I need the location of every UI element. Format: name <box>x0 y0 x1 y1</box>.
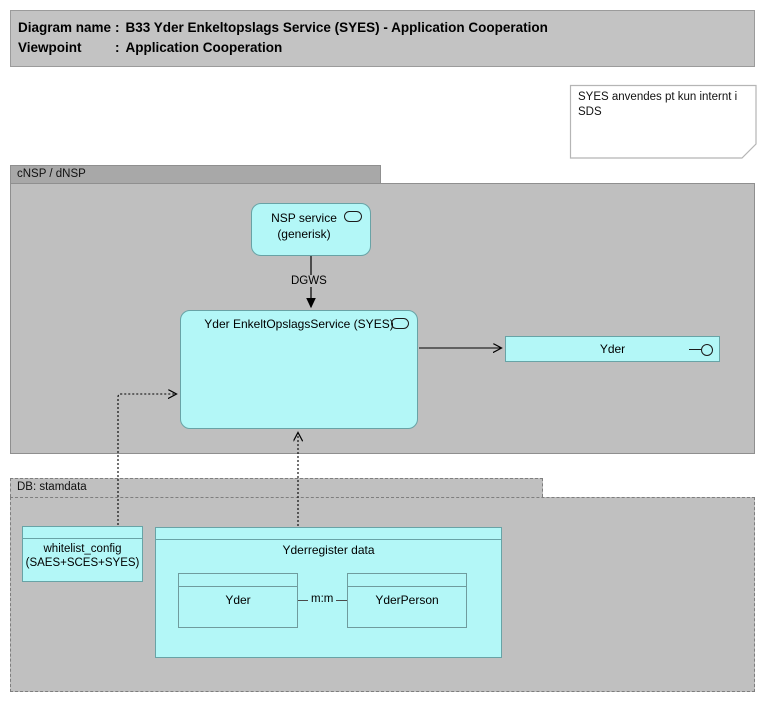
diagram-name-label: Diagram name <box>18 20 112 35</box>
yder-entity-label: Yder <box>225 593 251 607</box>
lollipop-circle <box>701 344 713 356</box>
nsp-service-label-line2: (generisk) <box>277 227 331 241</box>
diagram-title-block: Diagram name: B33 Yder Enkeltopslags Serv… <box>10 10 755 67</box>
viewpoint-value: Application Cooperation <box>125 40 283 55</box>
yderperson-entity-label: YderPerson <box>375 593 439 607</box>
separator: : <box>115 20 120 35</box>
group-db-stamdata-label: DB: stamdata <box>17 481 87 493</box>
data-object-band <box>23 527 142 539</box>
element-whitelist-config[interactable]: whitelist_config (SAES+SCES+SYES) <box>22 526 143 582</box>
yder-interface-label: Yder <box>599 342 626 356</box>
association-mm-label: m:m <box>308 593 337 605</box>
diagram-name-row: Diagram name: B33 Yder Enkeltopslags Serv… <box>18 18 754 38</box>
syes-label: Yder EnkeltOpslagsService (SYES) <box>204 317 394 331</box>
separator: : <box>115 40 120 55</box>
whitelist-label-line1: whitelist_config <box>43 543 122 555</box>
group-cnsp-dnsp-label: cNSP / dNSP <box>17 168 86 180</box>
whitelist-label-line2: (SAES+SCES+SYES) <box>25 557 140 569</box>
element-nsp-service[interactable]: NSP service (generisk) <box>251 203 371 256</box>
viewpoint-row: Viewpoint: Application Cooperation <box>18 38 754 58</box>
data-object-band <box>156 528 501 540</box>
group-cnsp-dnsp-tab[interactable]: cNSP / dNSP <box>10 165 381 184</box>
application-service-pill-icon <box>344 211 362 222</box>
nsp-service-label-line1: NSP service <box>271 211 337 225</box>
diagram-name-value: B33 Yder Enkeltopslags Service (SYES) - … <box>125 20 548 35</box>
yderregister-label: Yderregister data <box>282 543 375 557</box>
data-object-band <box>179 574 297 587</box>
group-db-stamdata-tab[interactable]: DB: stamdata <box>10 478 543 497</box>
note-text: SYES anvendes pt kun internt i SDS <box>578 91 738 118</box>
element-yder-interface[interactable]: Yder <box>505 336 720 362</box>
element-yder-entity[interactable]: Yder <box>178 573 298 628</box>
viewpoint-label: Viewpoint <box>18 40 82 55</box>
application-service-pill-icon <box>391 318 409 329</box>
connector-dgws-label: DGWS <box>288 275 330 287</box>
data-object-band <box>348 574 466 587</box>
element-syes[interactable]: Yder EnkeltOpslagsService (SYES) <box>180 310 418 429</box>
element-yderperson-entity[interactable]: YderPerson <box>347 573 467 628</box>
lollipop-stick <box>689 349 701 350</box>
interface-lollipop-icon <box>689 344 713 356</box>
